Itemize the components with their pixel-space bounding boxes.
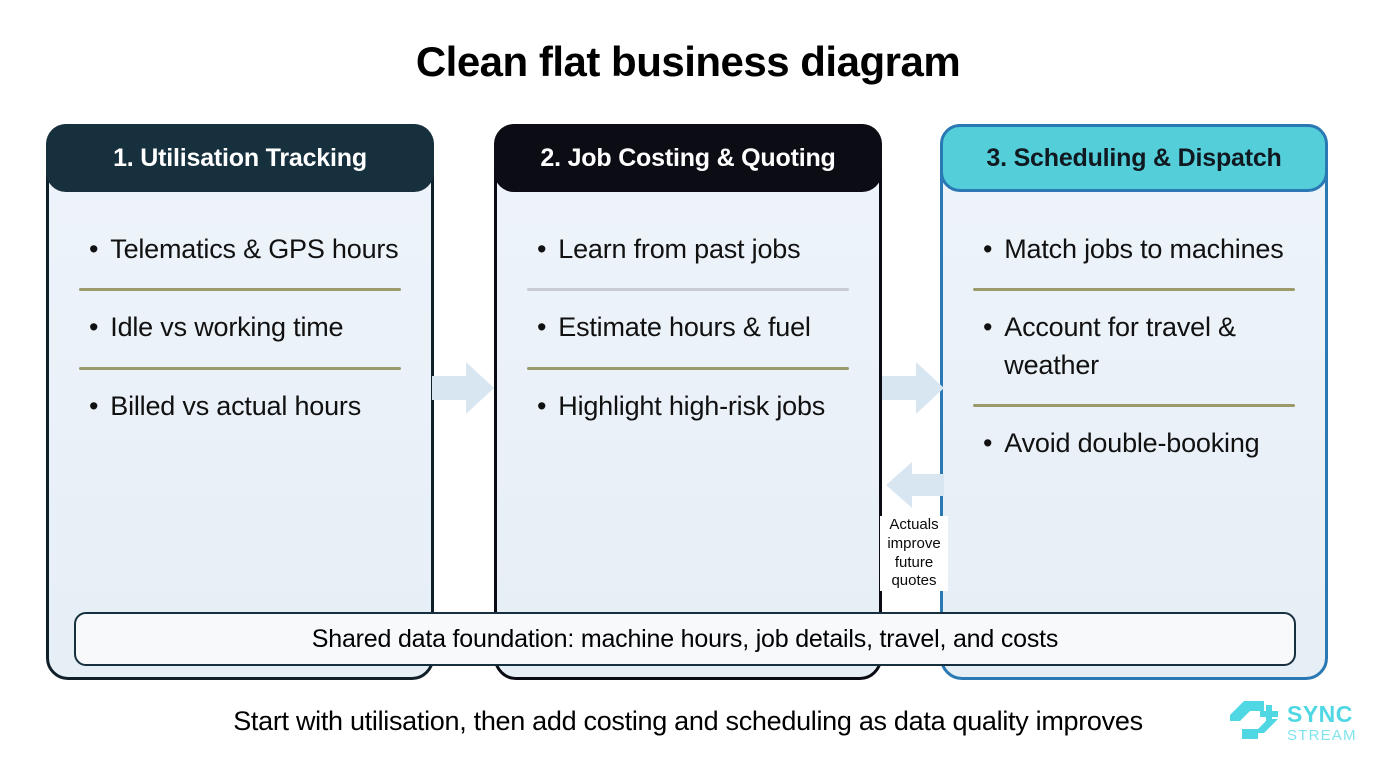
bullet-dot-icon: • [983, 312, 993, 343]
process-card-3[interactable]: 3. Scheduling & Dispatch • Match jobs to… [940, 124, 1328, 680]
card-1-header-label: 1. Utilisation Tracking [113, 143, 367, 172]
brand-word-sync: SYNC [1287, 701, 1353, 727]
bullet-dot-icon: • [89, 234, 99, 264]
card-2-bullet-3-text: Highlight high-risk jobs [558, 390, 826, 421]
card-1-divider-2 [79, 366, 401, 370]
card-3-body: • Match jobs to machines • Account for t… [943, 199, 1325, 472]
arrow-head [916, 362, 944, 414]
sync-stream-logo-icon [1228, 699, 1280, 748]
card-2-divider-2 [527, 366, 849, 370]
arrow-head [466, 362, 494, 414]
shared-foundation-bar: Shared data foundation: machine hours, j… [74, 612, 1296, 666]
bullet-dot-icon: • [89, 312, 99, 343]
card-1-bullet-3-text: Billed vs actual hours [110, 390, 361, 421]
card-1-bullet-1: • Telematics & GPS hours [75, 225, 405, 278]
card-3-header: 3. Scheduling & Dispatch [940, 124, 1328, 192]
card-3-divider-2 [973, 403, 1295, 407]
process-card-2[interactable]: 2. Job Costing & Quoting • Learn from pa… [494, 124, 882, 680]
arrow-left-icon-feedback [886, 462, 944, 508]
card-2-header: 2. Job Costing & Quoting [494, 124, 882, 192]
arrow-head [886, 462, 912, 508]
bullet-dot-icon: • [537, 312, 547, 343]
brand-word-stream: STREAM [1287, 727, 1357, 744]
arrow-right-icon-card2-to-card3 [882, 362, 944, 414]
footer-caption: Start with utilisation, then add costing… [233, 706, 1143, 736]
card-1-bullet-3: • Billed vs actual hours [75, 382, 405, 435]
arrow-right-icon-card1-to-card2 [432, 362, 494, 414]
card-3-bullet-1-text: Match jobs to machines [1004, 234, 1284, 264]
card-1-bullet-1-text: Telematics & GPS hours [110, 234, 399, 264]
process-card-1[interactable]: 1. Utilisation Tracking • Telematics & G… [46, 124, 434, 680]
bullet-dot-icon: • [983, 234, 993, 264]
card-2-header-label: 2. Job Costing & Quoting [540, 143, 836, 172]
card-3-bullet-3: • Avoid double-booking [969, 419, 1299, 472]
card-2-divider-1 [527, 288, 849, 292]
card-1-bullet-2-text: Idle vs working time [110, 312, 344, 343]
card-3-header-label: 3. Scheduling & Dispatch [986, 143, 1282, 172]
card-2-bullet-2-text: Estimate hours & fuel [558, 312, 811, 343]
feedback-loop-caption: Actuals improve future quotes [880, 516, 948, 591]
card-3-divider-1 [973, 288, 1295, 292]
brand-logo: SYNC STREAM [1228, 694, 1364, 752]
shared-foundation-label: Shared data foundation: machine hours, j… [311, 624, 1059, 653]
card-3-bullet-2-text: Account for travel & weather [1004, 312, 1236, 380]
bullet-dot-icon: • [537, 390, 547, 421]
card-3-bullet-1: • Match jobs to machines [969, 225, 1299, 278]
brand-wordmark: SYNC STREAM [1287, 701, 1357, 744]
card-2-bullet-1: • Learn from past jobs [523, 225, 853, 278]
card-3-bullet-2: • Account for travel & weather [969, 303, 1299, 394]
bullet-dot-icon: • [89, 390, 99, 421]
card-2-bullet-1-text: Learn from past jobs [558, 234, 801, 264]
card-2-body: • Learn from past jobs • Estimate hours … [497, 199, 879, 435]
card-1-bullet-2: • Idle vs working time [75, 303, 405, 356]
bullet-dot-icon: • [537, 234, 547, 264]
page-title: Clean flat business diagram [415, 38, 961, 85]
bullet-dot-icon: • [983, 427, 993, 458]
arrow-shaft [910, 474, 944, 496]
card-1-body: • Telematics & GPS hours • Idle vs worki… [49, 199, 431, 435]
card-1-divider-1 [79, 288, 401, 292]
arrow-shaft [432, 376, 470, 400]
card-3-bullet-3-text: Avoid double-booking [1004, 427, 1260, 458]
card-1-header: 1. Utilisation Tracking [46, 124, 434, 192]
arrow-shaft [882, 376, 920, 400]
card-2-bullet-3: • Highlight high-risk jobs [523, 382, 853, 435]
card-2-bullet-2: • Estimate hours & fuel [523, 303, 853, 356]
